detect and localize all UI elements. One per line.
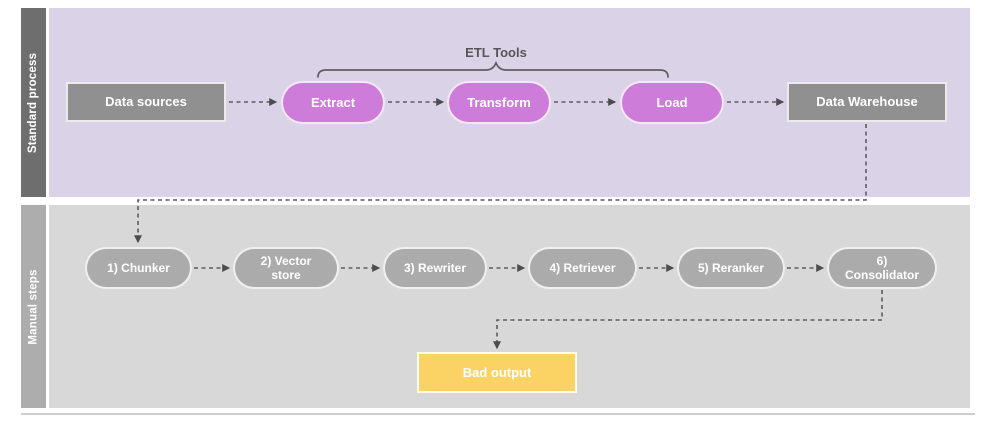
node-data-warehouse: Data Warehouse [787, 82, 947, 122]
lane-standard-process-label: Standard process [27, 52, 40, 153]
node-bad-output: Bad output [417, 352, 577, 393]
lane-manual-steps-label: Manual steps [27, 268, 40, 345]
node-extract: Extract [281, 81, 385, 124]
node-chunker: 1) Chunker [85, 247, 192, 289]
node-data-sources: Data sources [66, 82, 226, 122]
node-vector-store: 2) Vector store [233, 247, 339, 289]
node-consolidator: 6) Consolidator [827, 247, 937, 289]
diagram-bottom-divider [21, 413, 975, 415]
node-retriever: 4) Retriever [528, 247, 637, 289]
node-load: Load [620, 81, 724, 124]
etl-tools-label: ETL Tools [465, 45, 527, 60]
lane-manual-steps-bar: Manual steps [21, 205, 46, 408]
node-rewriter: 3) Rewriter [383, 247, 487, 289]
node-reranker: 5) Reranker [677, 247, 785, 289]
node-transform: Transform [447, 81, 551, 124]
lane-standard-process-bar: Standard process [21, 8, 46, 197]
